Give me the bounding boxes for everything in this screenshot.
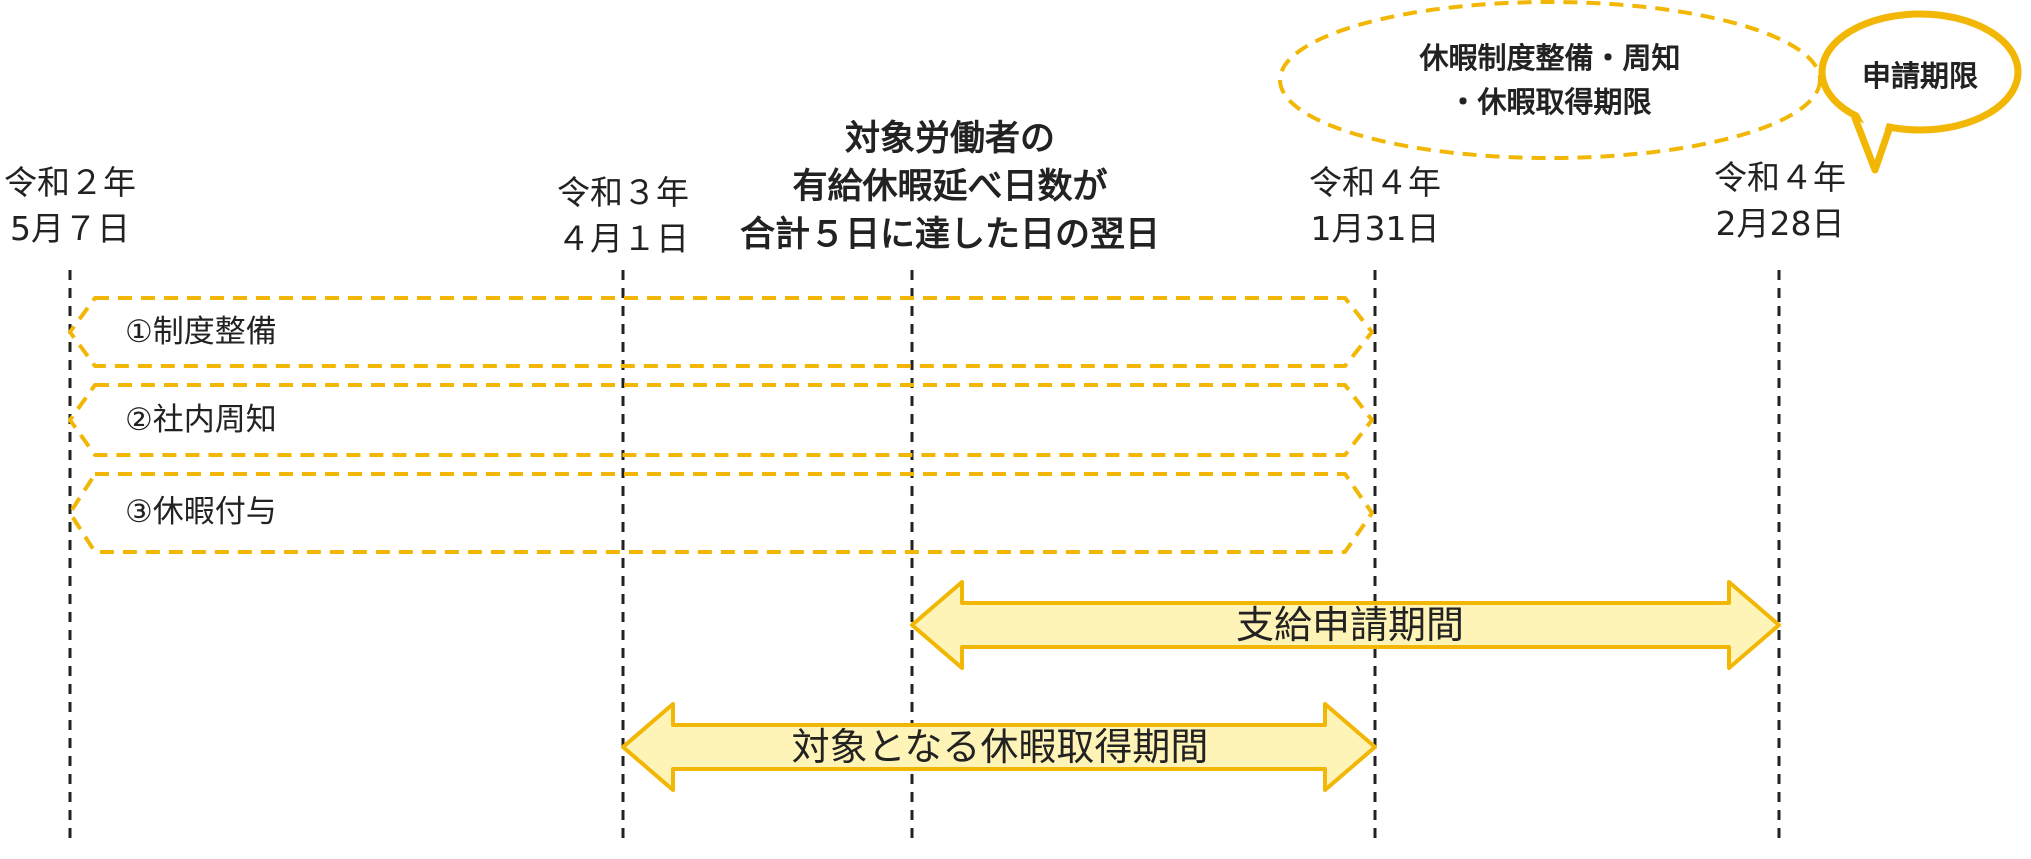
date-era: 令和３年 — [557, 173, 689, 212]
fifth-day-label-line1: 対象労働者の — [844, 119, 1055, 159]
leave-period-label: 対象となる休暇取得期間 — [791, 725, 1209, 769]
date-era: 令和２年 — [4, 163, 136, 202]
row-arrow-shanai — [68, 383, 1374, 457]
date-label-r4-0228: 令和４年 2月28日 — [1700, 155, 1860, 247]
row-arrow-seido — [68, 296, 1374, 368]
fifth-day-label-line3: 合計５日に達した日の翌日 — [739, 215, 1160, 255]
deadline-bubble-1-line2: ・休暇取得期限 — [1448, 85, 1652, 119]
date-label-r2-0507: 令和２年 5月７日 — [0, 160, 140, 252]
leave-period-arrow — [621, 702, 1377, 792]
date-era: 令和４年 — [1714, 158, 1846, 197]
date-day: 1月31日 — [1310, 209, 1440, 248]
date-day: 5月７日 — [10, 209, 130, 248]
date-day: 2月28日 — [1715, 204, 1845, 243]
fifth-day-label-line2: 有給休暇延べ日数が — [792, 167, 1108, 207]
fifth-day-label: 対象労働者の 有給休暇延べ日数が 合計５日に達した日の翌日 — [700, 115, 1200, 259]
deadline-bubble-2-label: 申請期限 — [1861, 59, 1978, 93]
application-period-label: 支給申請期間 — [1235, 603, 1464, 647]
date-label-r4-0131: 令和４年 1月31日 — [1300, 160, 1450, 252]
deadline-bubble-1-text: 休暇制度整備・周知 ・休暇取得期限 — [1310, 36, 1790, 124]
date-era: 令和４年 — [1309, 163, 1441, 202]
application-period-arrow — [910, 580, 1781, 670]
deadline-bubble-2 — [1818, 10, 2022, 174]
row-label-shanai: ②社内周知 — [125, 402, 277, 438]
row-label-seido: ①制度整備 — [125, 314, 277, 350]
row-arrow-kyuka — [68, 472, 1374, 554]
date-day: ４月１日 — [557, 219, 689, 258]
deadline-bubble-1-line1: 休暇制度整備・周知 — [1419, 41, 1681, 75]
date-label-r3-0401: 令和３年 ４月１日 — [548, 170, 698, 262]
row-label-kyuka: ③休暇付与 — [125, 494, 277, 530]
deadline-bubble-2-text: 申請期限 — [1830, 54, 2010, 98]
